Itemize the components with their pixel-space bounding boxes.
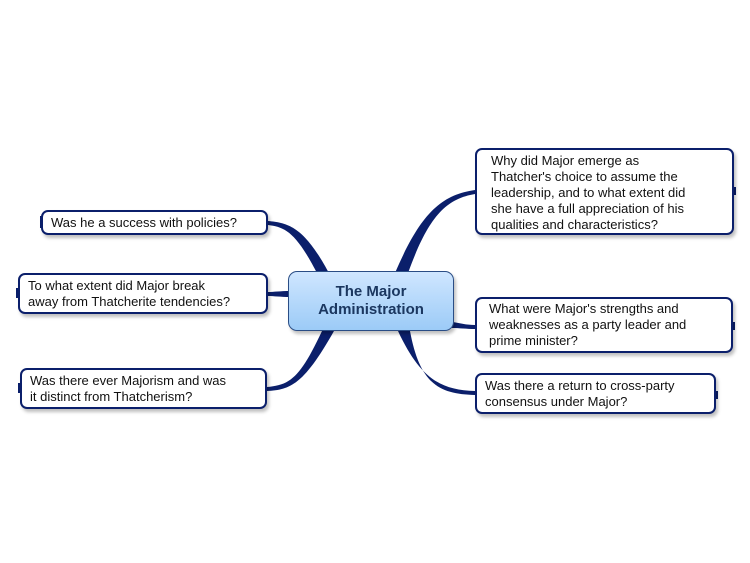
- topic-thatcher-choice[interactable]: Why did Major emerge as Thatcher's choic…: [475, 148, 734, 235]
- topic-thatcher-choice-line-1: Why did Major emerge as: [491, 153, 640, 168]
- topic-cross-party-consensus-line-1: Was there a return to cross-party: [485, 377, 675, 393]
- topic-strengths-weaknesses-line-2: weaknesses as a party leader and: [489, 317, 687, 332]
- topic-strengths-weaknesses-line-1: What were Major's strengths and: [489, 301, 679, 316]
- topic-thatcher-choice-line-2: Thatcher's choice to assume the: [491, 169, 678, 184]
- topic-majorism[interactable]: Was there ever Majorism and was it disti…: [20, 368, 267, 409]
- central-topic-line-2: Administration: [318, 301, 424, 318]
- topic-cross-party-consensus-line-2: consensus under Major?: [485, 393, 628, 409]
- central-topic-line-1: The Major: [335, 283, 407, 300]
- topic-thatcher-choice-line-4: she have a full appreciation of his: [491, 201, 684, 216]
- topic-break-away-line-2: away from Thatcherite tendencies?: [28, 293, 231, 309]
- topic-thatcher-choice-line-3: leadership, and to what extent did: [491, 185, 686, 200]
- topic-majorism-line-2: it distinct from Thatcherism?: [30, 388, 193, 404]
- topic-strengths-weaknesses[interactable]: What were Major's strengths and weakness…: [475, 297, 733, 353]
- connector-strength: [452, 322, 475, 329]
- connector-majorism: [267, 331, 334, 391]
- topic-thatcher-choice-line-5: qualities and characteristics?: [491, 217, 658, 232]
- topic-break-away[interactable]: To what extent did Major break away from…: [18, 273, 268, 314]
- topic-break-away-line-1: To what extent did Major break: [28, 277, 206, 293]
- topic-strengths-weaknesses-line-3: prime minister?: [489, 333, 578, 348]
- connector-break: [268, 291, 290, 297]
- central-topic[interactable]: The Major Administration: [288, 271, 454, 331]
- topic-success[interactable]: Was he a success with policies?: [41, 210, 268, 235]
- connector-choice: [395, 190, 475, 273]
- topic-success-text: Was he a success with policies?: [51, 214, 237, 230]
- connector-success: [268, 221, 330, 275]
- connector-consensus: [398, 331, 475, 395]
- topic-cross-party-consensus[interactable]: Was there a return to cross-party consen…: [475, 373, 716, 414]
- topic-majorism-line-1: Was there ever Majorism and was: [30, 372, 227, 388]
